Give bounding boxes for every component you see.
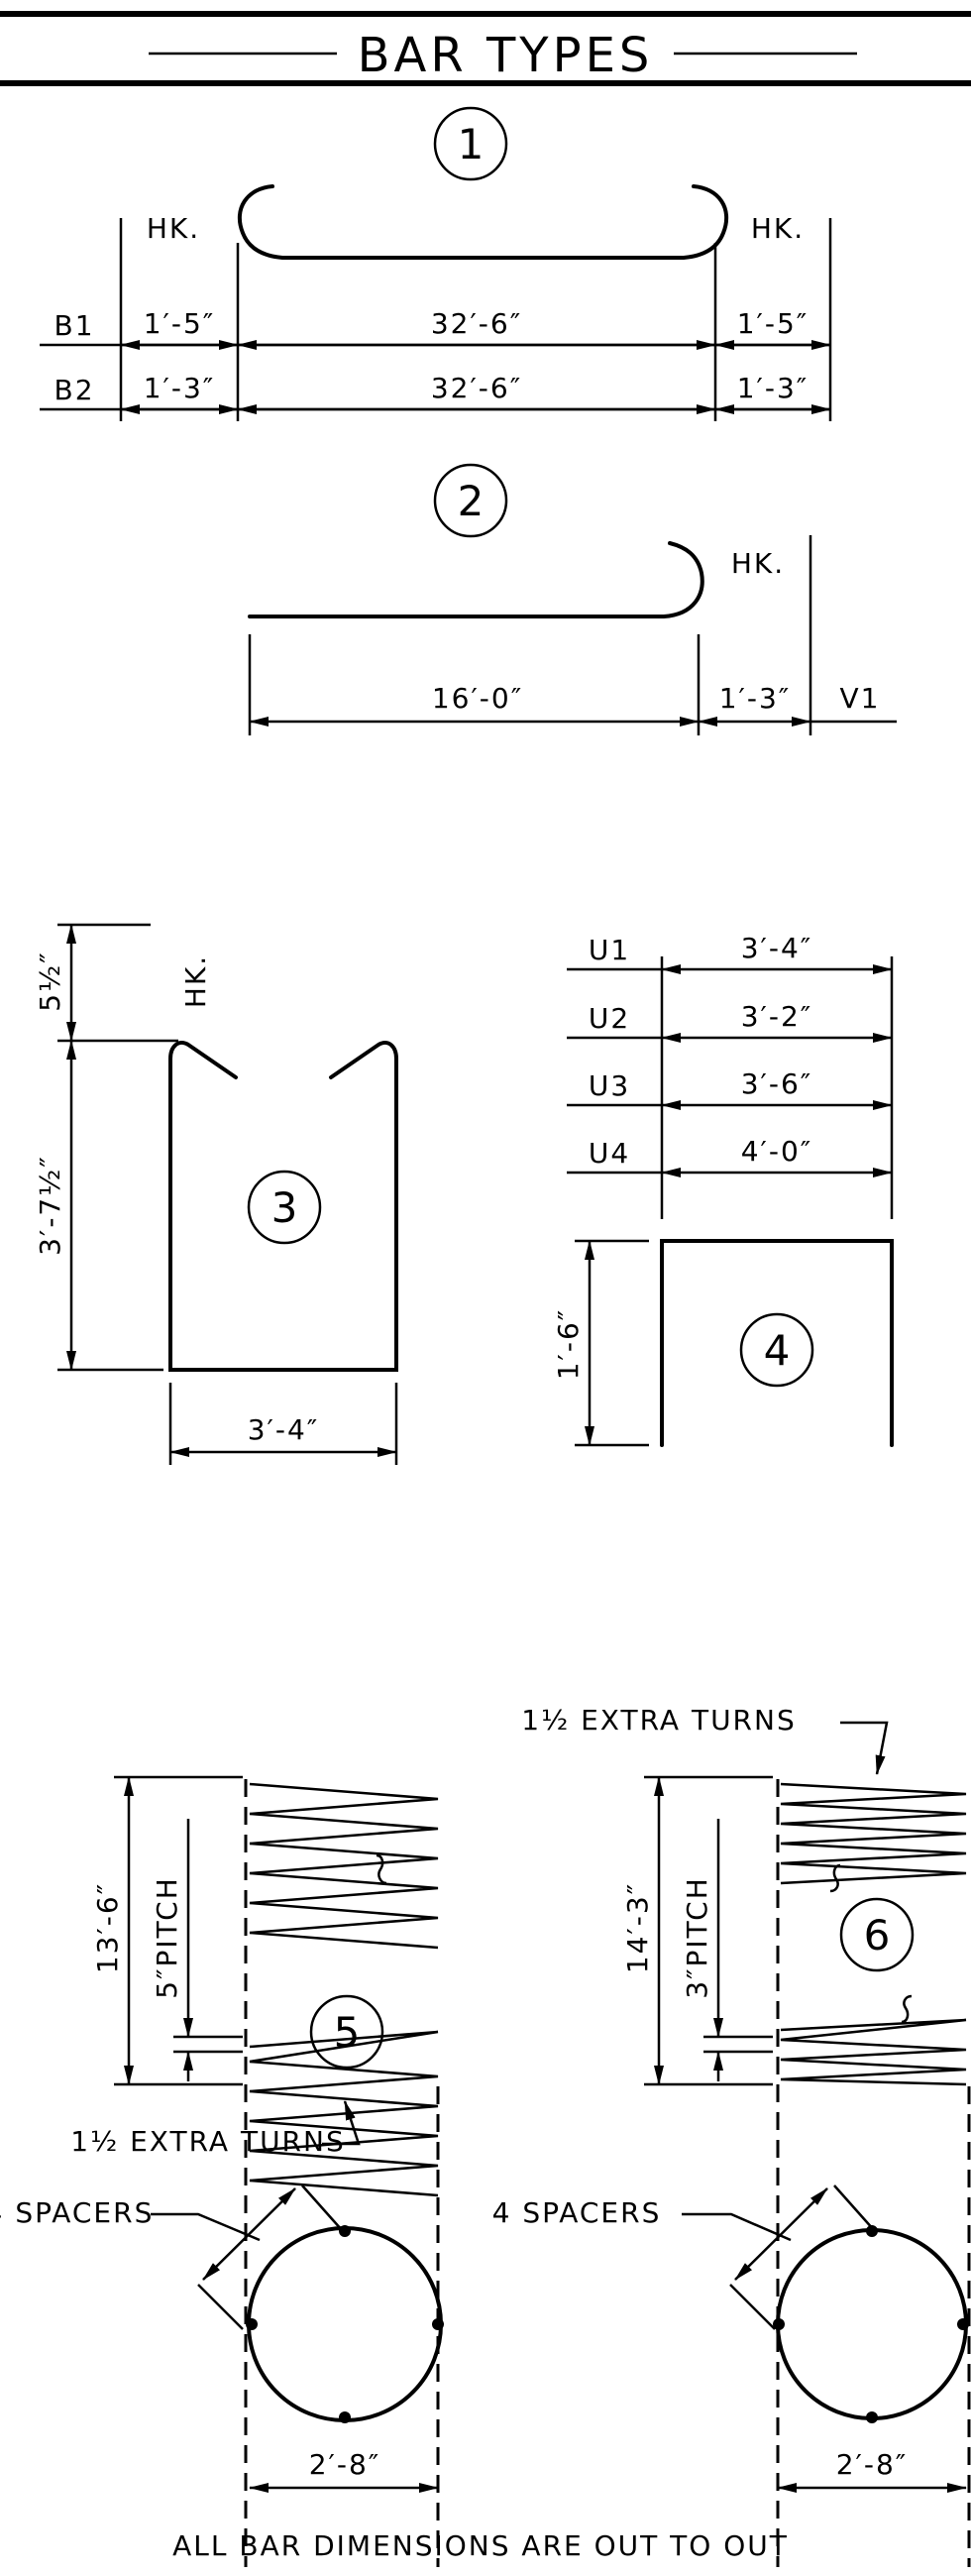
bar-type-4: U1 3′-4″ U2 3′-2″ U3 3′-6″ U4 4′-0″ 4 1′…	[552, 932, 894, 1447]
type4-row4-width: 4′-0″	[741, 1135, 813, 1168]
type5-spacer-ext-1	[301, 2184, 343, 2231]
type5-spiral-end-top	[376, 1853, 387, 1885]
type6-spacer-dim	[734, 2187, 828, 2281]
type5-spacer-dot-right	[432, 2318, 444, 2330]
type6-spacer-dot-bottom	[866, 2411, 878, 2423]
type5-spiral-bottom	[249, 2030, 439, 2197]
type6-number-circle	[839, 1897, 915, 1972]
type4-row4-mark: U4	[589, 1137, 630, 1170]
page-title: BAR TYPES	[358, 28, 654, 83]
type2-mark: V1	[840, 682, 881, 715]
type5-spacer-ext-2	[197, 2284, 244, 2330]
bar-type-6: 1½ EXTRA TURNS 6 14′-3″ 3″PITCH 4 SPACER…	[492, 1704, 971, 2567]
type6-spacer-ext-1	[833, 2184, 875, 2231]
type4-bar-shape	[660, 1239, 894, 1447]
type4-row3-width: 3′-6″	[741, 1067, 813, 1100]
type4-row1-mark: U1	[589, 934, 630, 966]
bar-type-5: 5 13′-6″ 5″PITCH 1½ EXTRA TURNS 4 SPACER…	[0, 1775, 444, 2567]
type5-extra-turns-leader	[322, 2100, 361, 2146]
type6-pitch: 3″PITCH	[681, 1876, 713, 1998]
type6-spiral-end-top	[829, 1863, 841, 1893]
type2-number: 2	[458, 477, 485, 525]
type5-spiral-top	[249, 1782, 439, 1950]
type3-hook: HK.	[179, 954, 212, 1008]
type3-width: 3′-4″	[248, 1413, 320, 1446]
type5-spacers-leader	[151, 2212, 261, 2242]
type5-spacer-dim	[202, 2187, 296, 2281]
type6-height: 14′-3″	[621, 1882, 654, 1973]
type6-diameter: 2′-8″	[836, 2448, 909, 2481]
type1-row1-length: 32′-6″	[431, 307, 522, 340]
type5-height: 13′-6″	[91, 1882, 124, 1973]
type6-section-circle	[776, 2228, 968, 2420]
type3-number-circle	[247, 1170, 322, 1245]
type6-extra-turns-leader	[840, 1721, 889, 1775]
type4-row2-width: 3′-2″	[741, 1000, 813, 1033]
type3-number: 3	[271, 1183, 298, 1232]
dimension-note: ALL BAR DIMENSIONS ARE OUT TO OUT	[172, 2529, 789, 2562]
type6-spacers: 4 SPACERS	[492, 2196, 662, 2229]
type5-number-circle	[309, 1994, 384, 2070]
type2-number-circle	[433, 463, 508, 538]
bar-type-2: 2 HK. 16′-0″ 1′-3″ V1	[248, 463, 897, 735]
type1-hook-right: HK.	[751, 212, 805, 245]
type1-row2-hook-left: 1′-3″	[144, 372, 216, 404]
type1-number: 1	[458, 120, 485, 168]
bar-type-1: 1 HK. HK. B1 1′-5″ 32′-6″ 1′-5″ B2 1′-3″…	[40, 106, 832, 421]
type5-spacers: 4 SPACERS	[0, 2196, 154, 2229]
type5-spacer-dot-left	[246, 2318, 258, 2330]
type4-height: 1′-6″	[552, 1308, 585, 1381]
type6-number: 6	[864, 1911, 891, 1960]
type5-spacer-dot-bottom	[339, 2411, 351, 2423]
type5-diameter: 2′-8″	[309, 2448, 381, 2481]
type2-bar-shape	[248, 541, 704, 618]
type4-row1-width: 3′-4″	[741, 932, 813, 964]
type6-extra-turns: 1½ EXTRA TURNS	[521, 1704, 796, 1736]
type1-row2-hook-right: 1′-3″	[737, 372, 809, 404]
type4-row2-mark: U2	[589, 1002, 630, 1035]
type4-row3-mark: U3	[589, 1069, 630, 1102]
type2-hook-length: 1′-3″	[719, 682, 792, 715]
type5-pitch: 5″PITCH	[151, 1876, 183, 1998]
type3-height: 3′-7½″	[34, 1155, 66, 1256]
type6-spacer-ext-2	[729, 2284, 776, 2330]
bar-type-3: 3 HK. 5½″ 3′-7½″ 3′-4″	[34, 923, 398, 1465]
type6-spiral-top	[780, 1782, 967, 1885]
type3-bar-shape	[168, 1040, 398, 1372]
type1-number-circle	[433, 106, 508, 181]
type1-row1-hook-left: 1′-5″	[144, 307, 216, 340]
type5-number: 5	[334, 2008, 361, 2057]
type6-spacer-dot-left	[773, 2318, 785, 2330]
type5-extra-turns: 1½ EXTRA TURNS	[70, 2125, 345, 2158]
type6-spacer-dot-top	[866, 2225, 878, 2237]
type1-row1-hook-right: 1′-5″	[737, 307, 809, 340]
type6-spacers-leader	[682, 2212, 792, 2242]
type6-spacer-dot-right	[957, 2318, 969, 2330]
type6-spiral-end-bottom	[901, 1994, 913, 2024]
type1-hook-left: HK.	[147, 212, 200, 245]
type5-spacer-dot-top	[339, 2225, 351, 2237]
type6-spiral-bottom	[780, 2018, 967, 2086]
type4-number: 4	[764, 1326, 791, 1375]
type2-hook: HK.	[731, 547, 785, 580]
type1-row2-length: 32′-6″	[431, 372, 522, 404]
type2-length: 16′-0″	[432, 682, 523, 715]
type4-number-circle	[739, 1312, 814, 1388]
type1-row1-mark: B1	[54, 309, 94, 342]
type5-section-circle	[247, 2226, 443, 2422]
type1-row2-mark: B2	[54, 374, 94, 406]
type3-hook-length: 5½″	[34, 951, 66, 1011]
type1-bar-shape	[237, 184, 729, 260]
